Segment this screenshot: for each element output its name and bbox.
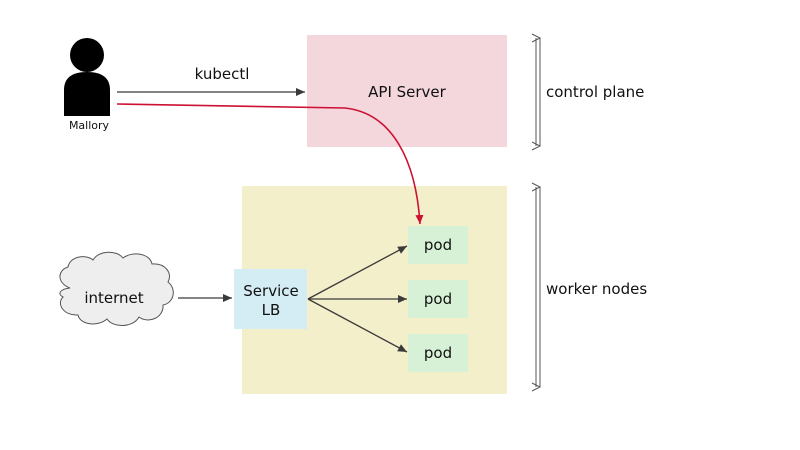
pod-box-1 xyxy=(408,226,468,264)
pod-box-2 xyxy=(408,280,468,318)
control-plane-label: control plane xyxy=(546,83,644,101)
pod-box-3 xyxy=(408,334,468,372)
person-icon xyxy=(64,38,110,116)
api-server-label: API Server xyxy=(368,83,447,101)
worker-nodes-label: worker nodes xyxy=(546,280,647,298)
attack-path-arrow xyxy=(116,103,424,225)
service-lb-box xyxy=(234,269,307,329)
pod-list: pod pod pod xyxy=(408,226,468,372)
service-label-line2: LB xyxy=(262,301,281,319)
pod-label-1: pod xyxy=(424,236,452,254)
pod-label-2: pod xyxy=(424,290,452,308)
internet-label: internet xyxy=(84,289,143,307)
cloud-icon xyxy=(59,251,174,326)
api-server-box xyxy=(307,35,507,147)
pod-label-3: pod xyxy=(424,344,452,362)
service-to-pod-1-arrow xyxy=(307,245,408,300)
kubectl-label: kubectl xyxy=(195,65,250,83)
service-to-pod-3-arrow xyxy=(307,298,408,353)
actor-name: Mallory xyxy=(69,119,110,132)
service-label-line1: Service xyxy=(243,282,298,300)
